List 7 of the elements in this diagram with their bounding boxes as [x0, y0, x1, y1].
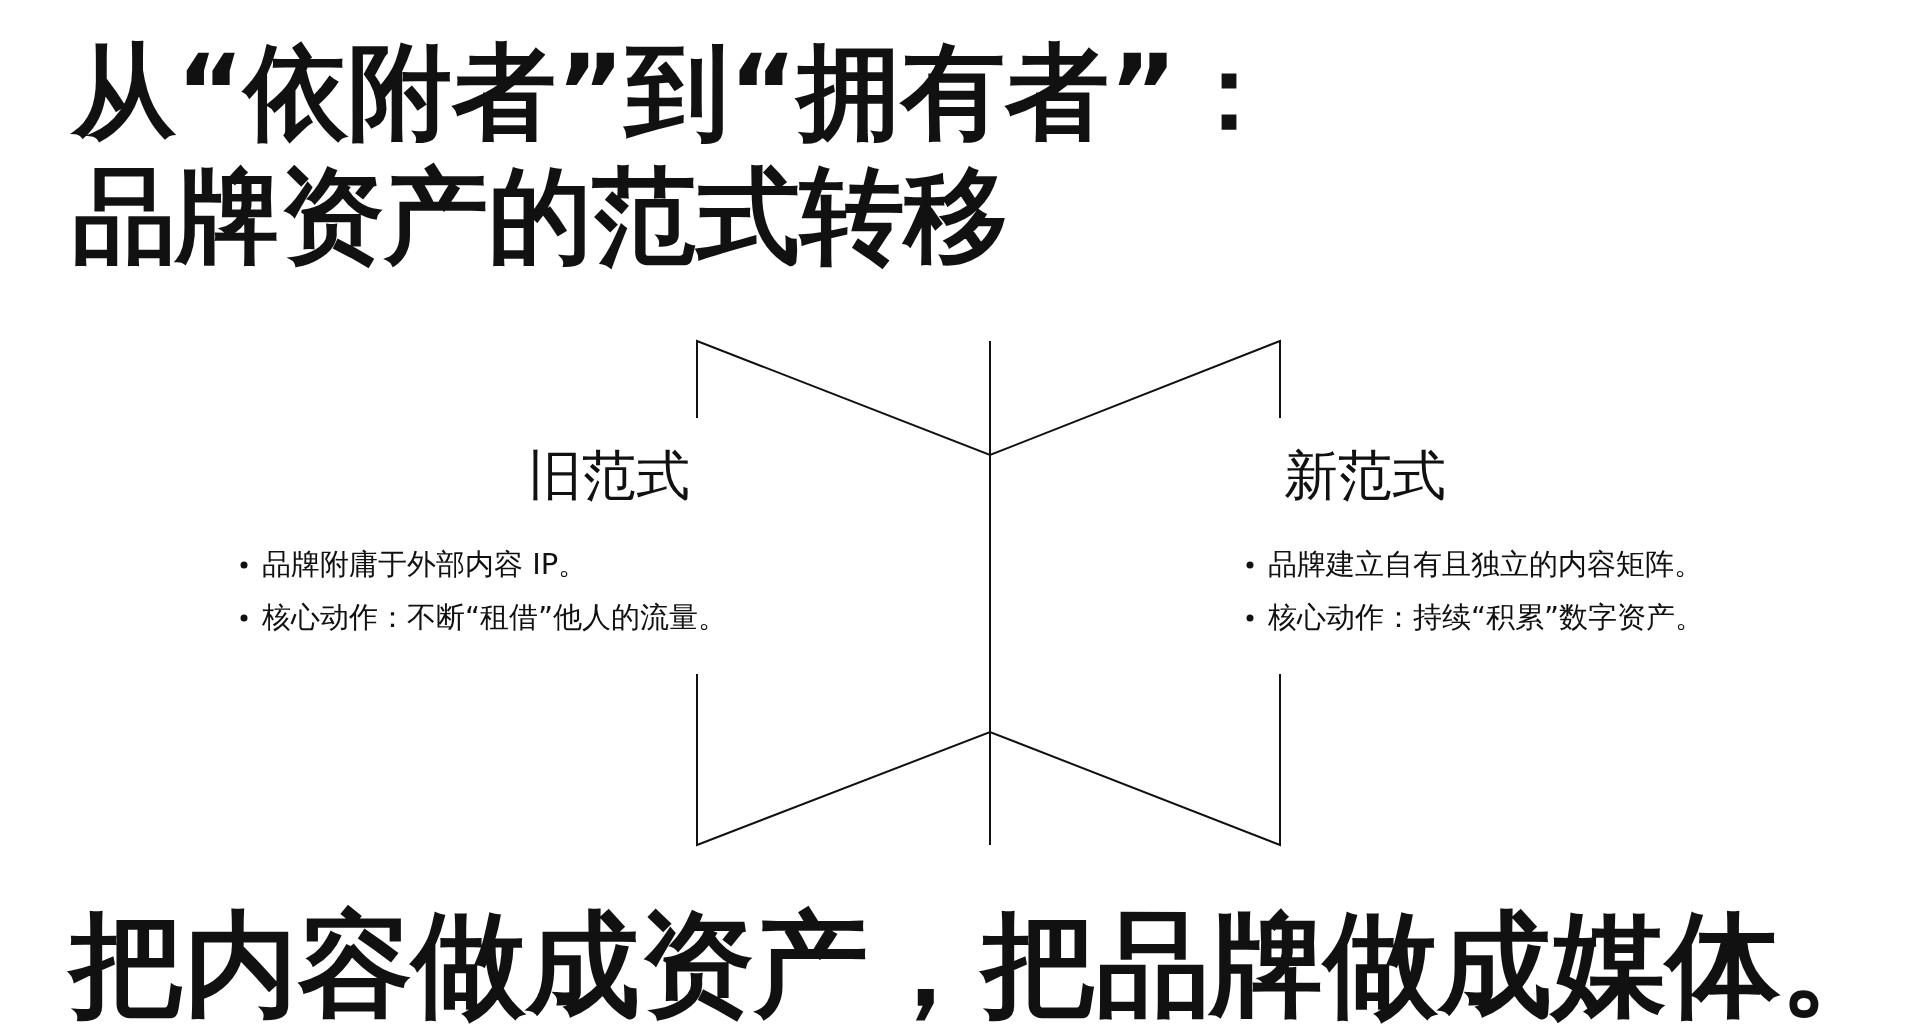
bullet-text: 核心动作：持续“积累”数字资产。 [1268, 600, 1705, 634]
bullet-text: 核心动作：不断“租借”他人的流量。 [262, 600, 728, 634]
paradigm-heading: 新范式 [1284, 443, 1446, 509]
title: 从“依附者”到“拥有者”：品牌资产的范式转移 [72, 30, 1283, 278]
paradigm-heading: 旧范式 [528, 443, 690, 509]
bullet-text: 品牌附庸于外部内容 IP。 [262, 547, 588, 581]
bullet-text: 品牌建立自有且独立的内容矩阵。 [1268, 547, 1703, 581]
